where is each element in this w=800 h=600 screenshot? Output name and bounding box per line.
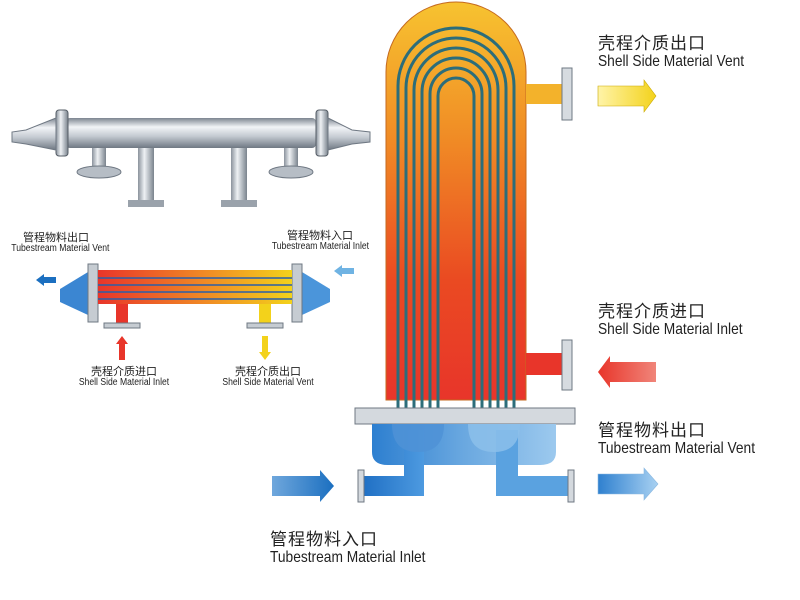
arrow-left-icon [598,356,656,388]
arrow-left-icon [334,265,354,277]
small-tube-vent-label: 管程物料出口 Tubestream Material Vent [4,231,110,254]
small-shell-vent-en: Shell Side Material Vent [222,376,314,388]
small-shell-inlet-en: Shell Side Material Inlet [78,376,170,388]
small-shell-vent-label: 壳程介质出口 Shell Side Material Vent [210,366,326,388]
arrow-down-icon [259,336,271,360]
large-shell-vent-en: Shell Side Material Vent [598,52,745,70]
arrow-right-icon [597,467,659,501]
large-shell-inlet-zh: 壳程介质进口 [598,302,706,322]
large-shell-inlet-label: 壳程介质进口 Shell Side Material Inlet [598,302,766,339]
small-tube-inlet-label: 管程物料入口 Tubestream Material Inlet [264,230,376,252]
large-tube-inlet-label: 管程物料入口 Tubestream Material Inlet [270,530,451,567]
arrow-right-icon [597,79,657,113]
large-tube-inlet-zh: 管程物料入口 [270,530,378,550]
small-tube-vent-en: Tubestream Material Vent [11,242,110,254]
small-tube-vent-zh: 管程物料出口 [23,231,89,244]
large-tube-vent-zh: 管程物料出口 [598,421,706,441]
large-exchanger-diagram [272,1,659,503]
arrow-left-icon [36,274,56,286]
steel-exchanger-photo [11,109,371,207]
small-exchanger-diagram [36,263,354,360]
small-tube-inlet-zh: 管程物料入口 [287,229,353,242]
small-shell-inlet-label: 壳程介质进口 Shell Side Material Inlet [66,366,182,388]
large-shell-vent-label: 壳程介质出口 Shell Side Material Vent [598,34,768,71]
small-shell-inlet-zh: 壳程介质进口 [91,365,157,378]
arrow-up-icon [116,336,128,360]
large-shell-vent-zh: 壳程介质出口 [598,34,706,54]
large-tube-vent-en: Tubestream Material Vent [598,439,756,457]
arrow-right-icon [272,470,334,502]
large-tube-inlet-en: Tubestream Material Inlet [270,548,426,566]
large-tube-vent-label: 管程物料出口 Tubestream Material Vent [598,421,781,458]
small-tube-inlet-en: Tubestream Material Inlet [271,240,370,252]
large-shell-inlet-en: Shell Side Material Inlet [598,320,743,338]
small-shell-vent-zh: 壳程介质出口 [235,365,301,378]
